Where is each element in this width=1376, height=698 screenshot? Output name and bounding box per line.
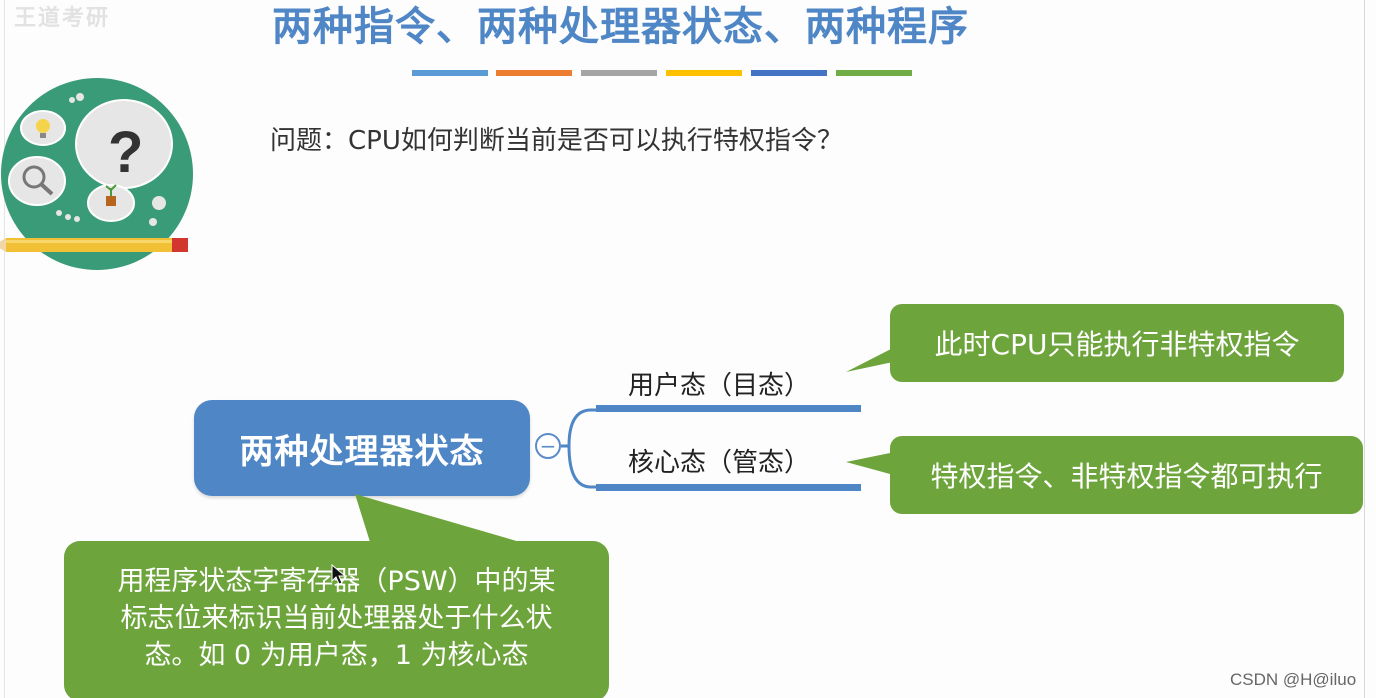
title-bar-6	[836, 70, 912, 76]
watermark-logo: 王道考研	[14, 6, 111, 31]
branch-user-mode-label[interactable]: 用户态（目态）	[628, 371, 811, 401]
psw-note-line-3: 态。如 0 为用户态，1 为核心态	[144, 640, 529, 671]
slide-title: 两种指令、两种处理器状态、两种程序	[272, 4, 969, 50]
branch-kernel-mode-underline	[596, 484, 861, 491]
title-bar-5	[751, 70, 827, 76]
callout-user-mode-note: 此时CPU只能执行非特权指令	[890, 304, 1344, 382]
minus-icon: −	[539, 434, 557, 458]
thinking-question-icon: ?	[0, 78, 193, 270]
callout-psw-note: 用程序状态字寄存器（PSW）中的某 标志位来标识当前处理器处于什么状 态。如 0…	[64, 541, 609, 698]
title-bar-2	[496, 70, 572, 76]
question-text: 问题：CPU如何判断当前是否可以执行特权指令？	[270, 126, 843, 156]
title-bar-4	[666, 70, 742, 76]
mindmap-root-node[interactable]: 两种处理器状态	[194, 400, 530, 496]
frame-right-border	[1364, 0, 1365, 698]
branch-user-mode-underline	[596, 405, 861, 412]
collapse-toggle-button[interactable]: −	[535, 433, 561, 459]
mouse-cursor-icon	[331, 564, 347, 585]
psw-note-line-2: 标志位来标识当前处理器处于什么状	[120, 603, 553, 634]
svg-text:?: ?	[108, 120, 143, 185]
title-bar-1	[412, 70, 488, 76]
callout-kernel-mode-text: 特权指令、非特权指令都可执行	[930, 460, 1323, 493]
callout-user-mode-text: 此时CPU只能执行非特权指令	[934, 328, 1300, 361]
frame-left-border	[4, 0, 5, 698]
branch-kernel-mode-label[interactable]: 核心态（管态）	[628, 448, 811, 478]
mindmap-root-label: 两种处理器状态	[239, 431, 485, 472]
callout-kernel-mode-note: 特权指令、非特权指令都可执行	[890, 436, 1363, 514]
csdn-credit: CSDN @H@iluo	[1230, 670, 1357, 689]
mindmap-branch-connector	[561, 408, 601, 489]
title-bar-3	[581, 70, 657, 76]
